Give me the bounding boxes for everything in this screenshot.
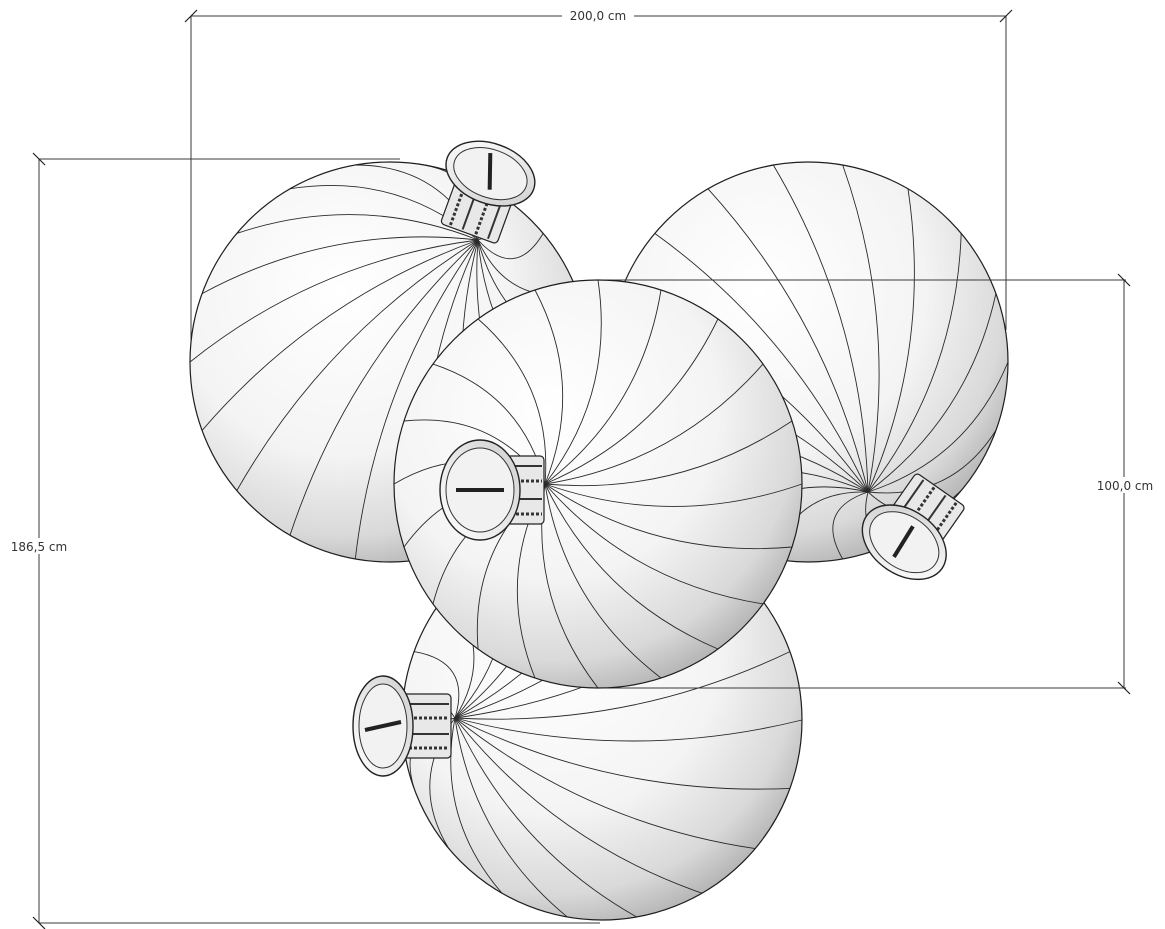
width-dimension: 200,0 cm <box>184 9 1013 340</box>
meridian-line <box>236 239 479 491</box>
meridian-line <box>867 293 997 493</box>
meridian-line <box>477 318 547 485</box>
meridian-line <box>534 289 564 485</box>
meridian-line <box>867 188 915 493</box>
diameter-dimension-label: 100,0 cm <box>1097 479 1153 493</box>
meridian-line <box>867 361 1009 493</box>
meridian-line <box>477 233 544 260</box>
meridian-line <box>544 483 719 650</box>
diameter-dimension: 100,0 cm <box>600 273 1162 695</box>
meridian-line <box>201 236 479 294</box>
meridian-line <box>414 651 460 719</box>
meridian-line <box>842 164 880 493</box>
meridian-line <box>867 430 997 494</box>
meridian-line <box>654 233 869 493</box>
meridian-line <box>544 289 662 485</box>
meridian-line <box>544 279 602 485</box>
meridian-line <box>544 363 764 485</box>
meridian-line <box>707 188 869 493</box>
meridian-line <box>454 717 568 918</box>
meridian-line <box>544 318 719 485</box>
meridian-line <box>544 483 803 507</box>
meridian-line <box>289 239 479 536</box>
height-dimension: 186,5 cm <box>2 152 600 929</box>
meridian-line <box>201 239 479 431</box>
meridian-line <box>450 717 503 894</box>
meridian-line <box>454 717 790 790</box>
meridian-line <box>454 651 791 720</box>
meridian-line <box>867 233 962 493</box>
width-dimension-label: 200,0 cm <box>570 9 626 23</box>
meridian-line <box>544 420 793 487</box>
height-dimension-label: 186,5 cm <box>11 540 67 554</box>
meridian-line <box>832 491 869 560</box>
meridian-line <box>544 483 764 605</box>
cap-center <box>439 439 545 541</box>
meridian-line <box>454 717 803 742</box>
meridian-line <box>189 239 479 363</box>
meridian-line <box>544 483 662 679</box>
meridian-line <box>354 239 479 560</box>
cap-top-left <box>440 140 536 244</box>
cap-right <box>861 473 965 581</box>
meridian-line <box>544 483 793 550</box>
meridian-line <box>236 214 479 241</box>
meridian-line <box>454 717 756 850</box>
meridian-line <box>454 717 637 918</box>
meridian-line <box>772 164 869 493</box>
meridian-line <box>454 717 703 894</box>
cap-bottom <box>352 675 452 777</box>
